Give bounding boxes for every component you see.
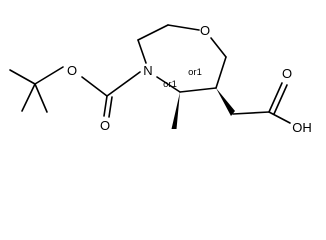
bond-c5-n4: [156, 76, 181, 93]
bond-cq-me1: [9, 69, 36, 85]
bond-cq-me2: [21, 83, 36, 112]
bond-cacid-o-double-a: [268, 82, 283, 113]
bond-ch2-cacid: [232, 111, 270, 115]
carbamate-oxygen-label: O: [67, 63, 77, 78]
bond-oester-cq: [34, 66, 64, 85]
bond-cacid-o-double-b: [273, 84, 288, 115]
stereo-label-c6: or1: [188, 67, 202, 78]
ch2-wedge-bond: [216, 88, 235, 116]
bond-c3-c2: [137, 24, 169, 41]
bond-cq-me3: [34, 83, 48, 113]
stereo-label-c5: or1: [163, 79, 177, 90]
ring-nitrogen-label: N: [143, 63, 152, 78]
ring-oxygen-label: O: [200, 23, 210, 38]
bond-o1-c7: [210, 37, 227, 58]
bond-n4-ccarb: [106, 71, 141, 97]
bond-cacid-oh: [268, 111, 291, 124]
bond-ccarb-o-double-a: [103, 95, 108, 117]
bond-ccarb-oester: [81, 76, 108, 97]
bond-c7-c6: [215, 56, 227, 89]
bond-c2-o1: [167, 24, 200, 31]
bond-ccarb-o-double-b: [108, 96, 113, 118]
carbamate-carbonyl-oxygen-label: O: [100, 118, 110, 133]
molecule-drawing: O N O O O OH or1 or1: [9, 23, 312, 135]
structure-diagram: O N O O O OH or1 or1: [9, 23, 312, 135]
bond-n4-c3: [137, 39, 147, 64]
acid-hydroxyl-label: OH: [292, 120, 312, 135]
methyl-wedge-bond: [171, 92, 180, 129]
acid-carbonyl-oxygen-label: O: [282, 66, 292, 81]
bond-c6-c5: [179, 87, 217, 93]
